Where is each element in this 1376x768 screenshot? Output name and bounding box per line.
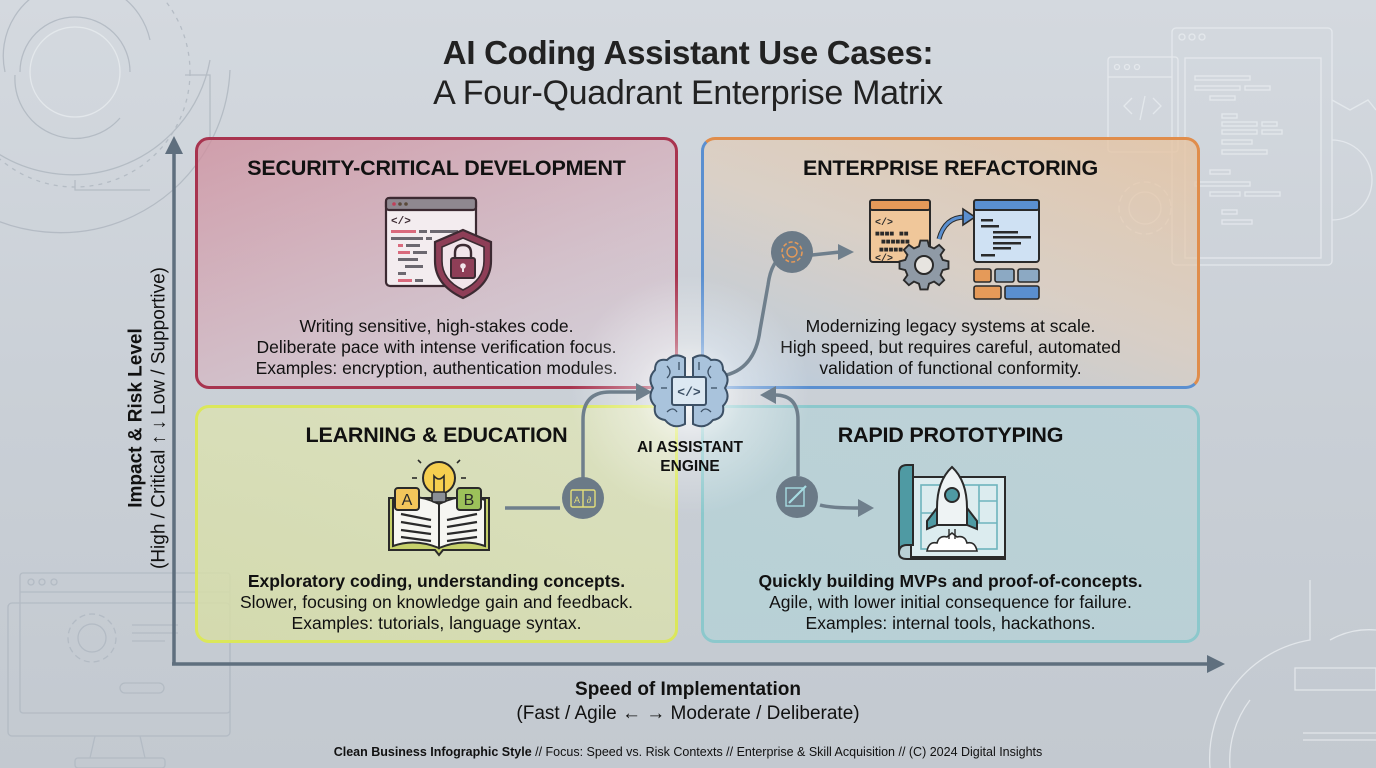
svg-text:■■■■■: ■■■■■ [879,246,903,255]
quadrant-description: Exploratory coding, understanding concep… [239,571,634,633]
connector-lines [505,250,861,510]
rapid-node [776,476,818,518]
quadrant-learning-education: LEARNING & EDUCATION A B Exploratory cod… [195,405,678,643]
svg-text:∂: ∂ [587,495,592,505]
x-axis-range: (Fast / Agile ← → Moderate / Deliberate) [516,703,860,724]
svg-text:A: A [402,492,413,509]
gear-icon [898,239,950,291]
ai-assistant-engine: AI ASSISTANT ENGINE [620,350,760,480]
svg-text:</>: </> [875,217,893,229]
connector-arrowheads [636,244,874,517]
svg-text:</>: </> [875,253,893,265]
quadrant-title: RAPID PROTOTYPING [837,423,1064,447]
svg-text:</>: </> [677,385,701,400]
rocket-blueprint-icon [898,464,1006,560]
quadrant-title: LEARNING & EDUCATION [305,423,568,447]
engine-label: AI ASSISTANT ENGINE [637,439,743,475]
quadrant-description: Writing sensitive, high-stakes code. Del… [255,316,618,378]
svg-text:B: B [464,492,475,509]
quadrant-title: SECURITY-CRITICAL DEVELOPMENT [247,156,626,180]
x-axis-title: Speed of Implementation [575,679,801,700]
footer-caption: Clean Business Infographic Style // Focu… [333,745,1043,759]
page-title: AI Coding Assistant Use Cases: [442,34,934,71]
code-window-shield-lock-icon: </> [384,196,493,300]
y-axis-title: Impact & Risk Level [125,328,147,508]
svg-text:</>: </> [391,216,411,228]
page-subtitle: A Four-Quadrant Enterprise Matrix [433,74,943,112]
y-axis-arrow [165,136,183,665]
svg-text:■■■■■■: ■■■■■■ [881,238,910,247]
x-axis-label: Speed of Implementation (Fast / Agile ← … [0,679,1376,725]
brain-code-icon: </> [649,354,729,428]
quadrant-description: Quickly building MVPs and proof-of-conce… [758,571,1143,633]
legacy-to-modern-code-gear-icon: </> ■■■■ ■■ ■■■■■■ ■■■■■ </> [869,199,1040,300]
y-axis-range: (High / Critical ↑ ↓ Low / Supportive) [148,267,170,569]
enterprise-node [771,231,813,273]
quadrant-description: Modernizing legacy systems at scale. Hig… [780,316,1121,378]
svg-text:■■■■ ■■: ■■■■ ■■ [875,230,909,239]
svg-text:A: A [574,495,580,505]
book-lightbulb-ab-icon: A B [388,459,490,557]
y-axis-label: Impact & Risk Level (High / Critical ↑ ↓… [126,267,171,569]
learning-node: A ∂ [562,477,604,519]
x-axis-arrow [172,655,1225,673]
quadrant-title: ENTERPRISE REFACTORING [802,156,1099,180]
